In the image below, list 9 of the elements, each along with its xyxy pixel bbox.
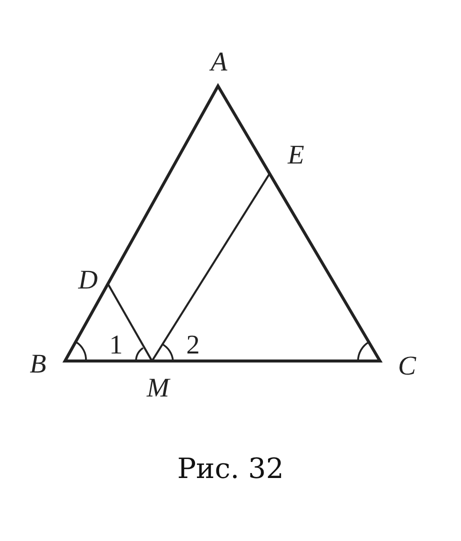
point-label: A bbox=[210, 48, 228, 76]
point-label: M bbox=[146, 374, 170, 402]
angle-label: 2 bbox=[186, 332, 200, 358]
point-label: C bbox=[398, 352, 416, 380]
point-label: B bbox=[30, 350, 46, 378]
point-label: E bbox=[288, 142, 304, 168]
figure-caption: Рис. 32 bbox=[176, 452, 285, 485]
angle-label: 1 bbox=[109, 332, 123, 358]
point-label: D bbox=[78, 266, 98, 294]
